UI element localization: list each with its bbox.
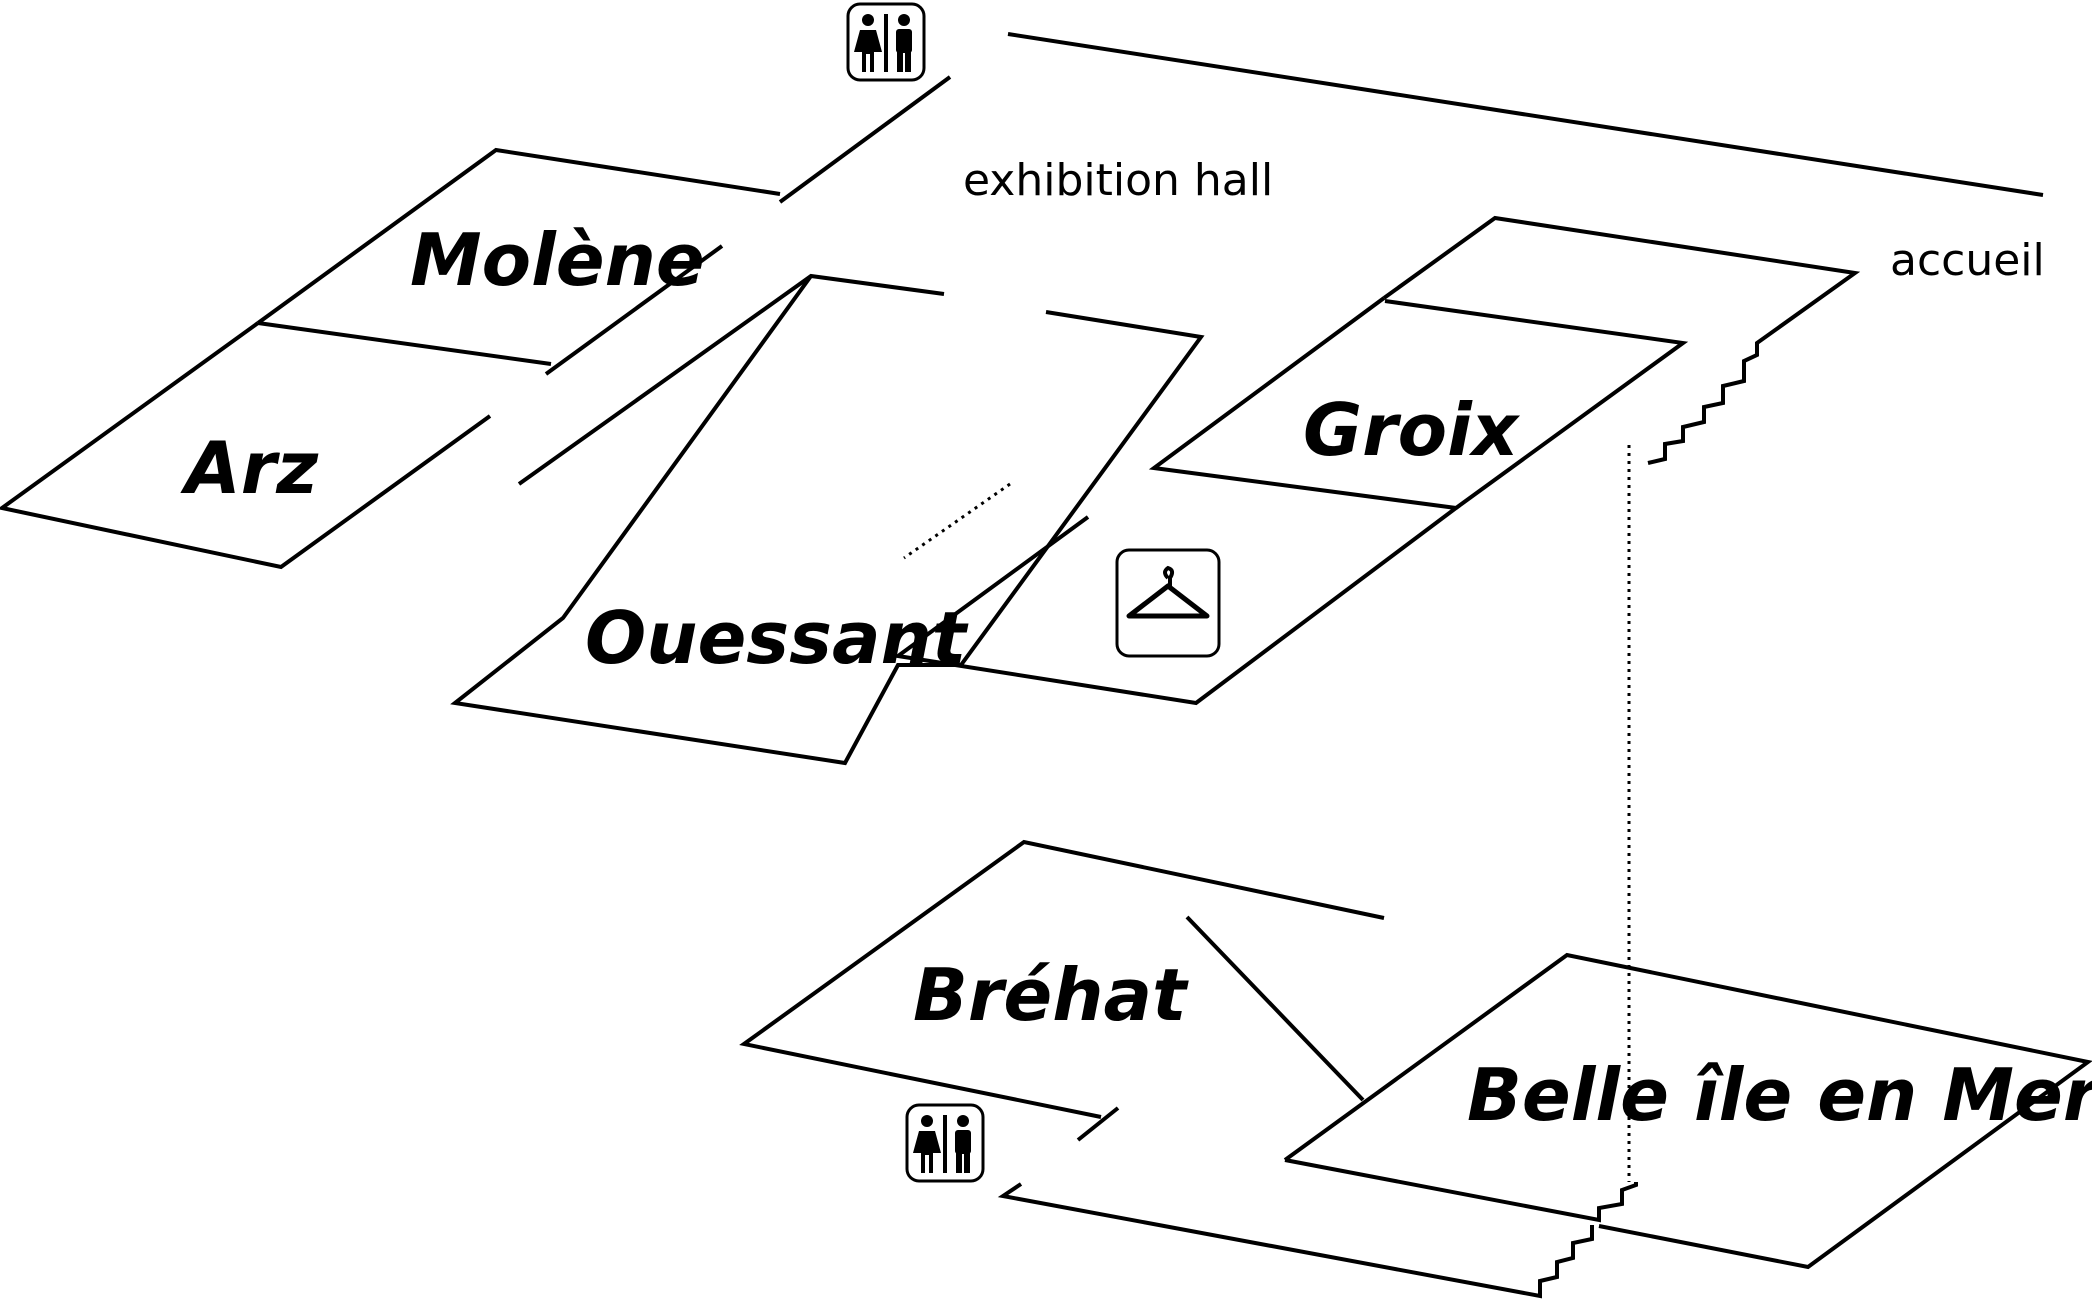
- room-belle-ile-outline: [997, 952, 2092, 1299]
- corridor-dotted-line: [903, 482, 1011, 560]
- room-label-brehat: Bréhat: [913, 953, 1189, 1037]
- room-label-belle-ile: Belle île en Mer: [1467, 1053, 2092, 1137]
- coat-hanger-icon: [1115, 548, 1221, 658]
- restroom-icon: [905, 1103, 985, 1183]
- room-label-arz: Arz: [180, 426, 319, 510]
- accueil-desk-outline: [1382, 215, 1861, 465]
- area-label-exhibition-hall: exhibition hall: [963, 155, 1273, 206]
- room-label-ouessant: Ouessant: [585, 596, 969, 680]
- room-ouessant-outline: [450, 273, 1205, 766]
- room-molene-outline: [256, 147, 781, 376]
- room-groix-outline: [892, 296, 1689, 706]
- room-label-molene: Molène: [410, 218, 705, 302]
- restroom-icon: [846, 2, 926, 82]
- room-arz-outline: [0, 321, 492, 570]
- exhibition-hall-walls: [778, 32, 2044, 204]
- area-label-accueil: accueil: [1890, 235, 2045, 286]
- room-brehat-outline: [739, 839, 1385, 1142]
- room-label-groix: Groix: [1303, 388, 1521, 472]
